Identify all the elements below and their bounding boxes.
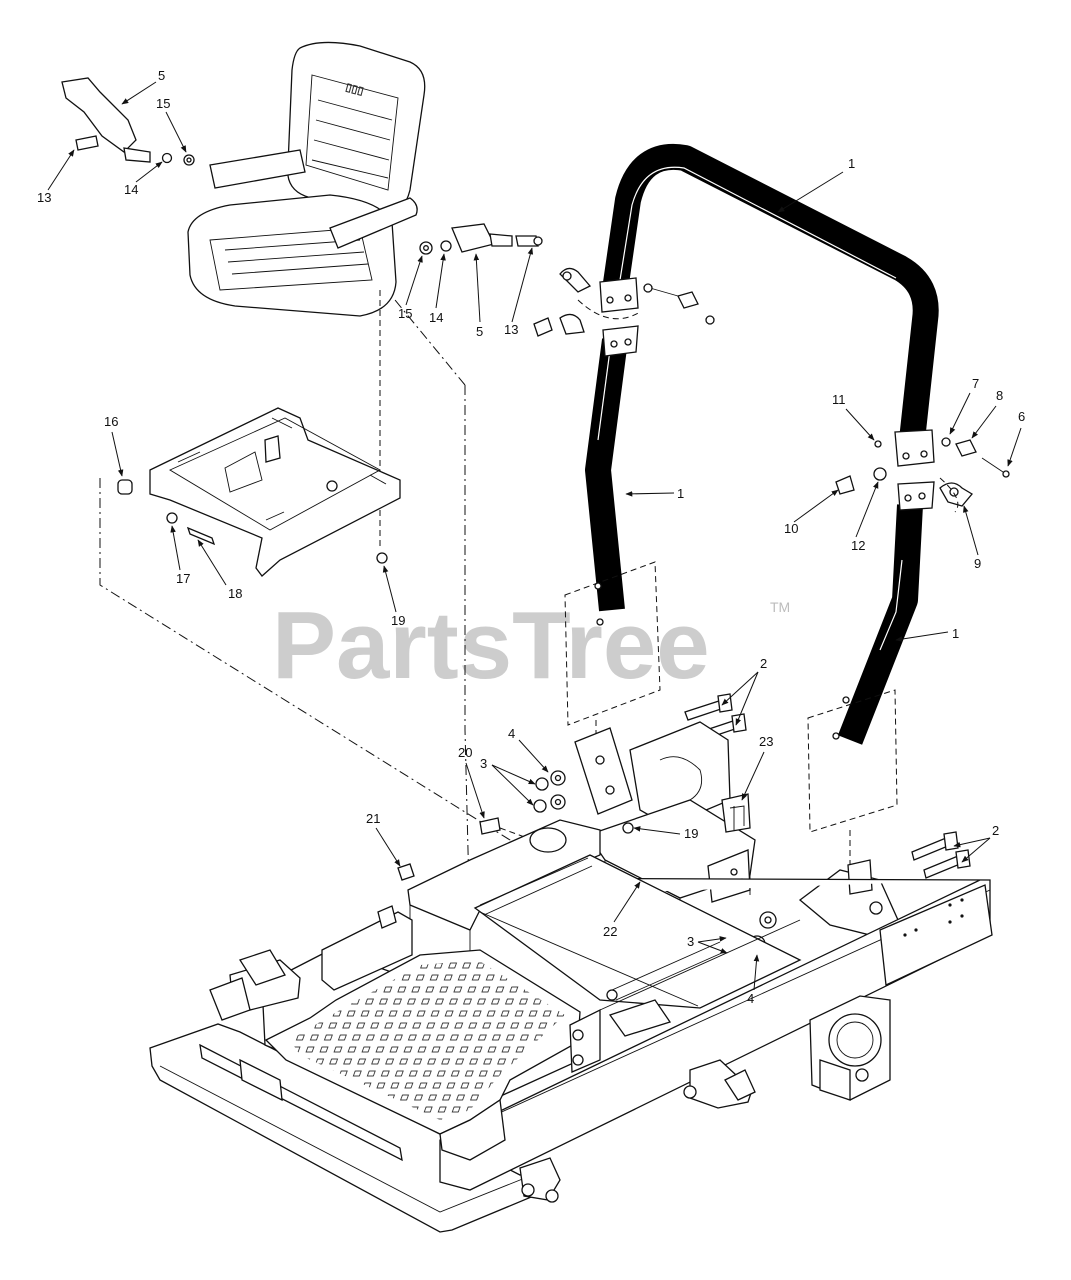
clip-23	[721, 793, 751, 833]
bolts-lower-2	[911, 831, 971, 879]
seat-pan-frame-line-left	[99, 478, 511, 928]
callout-17: 17	[176, 571, 190, 586]
callout-4-lower: 4	[747, 991, 754, 1006]
rops-hardware-right	[835, 437, 1010, 513]
callout-10: 10	[784, 521, 798, 536]
watermark-text: PartsTree	[272, 592, 710, 699]
callout-2-upper: 2	[760, 656, 767, 671]
callout-23: 23	[759, 734, 773, 749]
leader-lines	[47, 81, 1022, 991]
callout-19-lower: 19	[684, 826, 698, 841]
seat-switch-right	[419, 223, 543, 255]
callout-4-upper: 4	[508, 726, 515, 741]
callout-11: 11	[832, 392, 846, 407]
callout-2-lower: 2	[992, 823, 999, 838]
seat-pan-frame-line-top	[394, 299, 466, 386]
callout-13-left: 13	[37, 190, 51, 205]
seat-pan	[117, 407, 401, 577]
watermark: PartsTree TM	[272, 592, 790, 699]
rops-hardware-left	[533, 267, 715, 337]
callout-16: 16	[104, 414, 118, 429]
callout-5-left: 5	[158, 68, 165, 83]
seat-emblem: ▯▯▯	[344, 81, 365, 97]
callout-3-lower: 3	[687, 934, 694, 949]
callout-1-right: 1	[952, 626, 959, 641]
rops-right-mount-bracket	[798, 859, 899, 936]
callout-13-right: 13	[504, 322, 518, 337]
callout-12: 12	[851, 538, 865, 553]
callout-1-top: 1	[848, 156, 855, 171]
watermark-trademark: TM	[770, 599, 790, 615]
rops-left-mount-bracket	[574, 721, 731, 827]
washers-nuts-upper	[533, 770, 566, 813]
callout-20: 20	[458, 745, 472, 760]
rops-left-mount-box	[564, 561, 661, 726]
seat-pan-frame-line-right	[464, 385, 471, 931]
callout-6: 6	[1018, 409, 1025, 424]
callout-15-right: 15	[398, 306, 412, 321]
callout-14-right: 14	[429, 310, 443, 325]
callout-21: 21	[366, 811, 380, 826]
seat-switch-left	[61, 77, 195, 166]
callout-3-upper: 3	[480, 756, 487, 771]
callout-8: 8	[996, 388, 1003, 403]
rops-right-mount-box	[807, 689, 898, 833]
callout-5-right: 5	[476, 324, 483, 339]
bolt-20	[479, 817, 501, 835]
callout-9: 9	[974, 556, 981, 571]
callout-labels: 1 1 1 2 2 3 3 4 4 5 5 6 7 8 9 10 11 12 1…	[37, 68, 1025, 1006]
roll-bar	[585, 143, 939, 745]
nut-21	[397, 863, 415, 881]
callout-14-left: 14	[124, 182, 138, 197]
callout-7: 7	[972, 376, 979, 391]
main-frame	[149, 819, 993, 1233]
callout-1-left: 1	[677, 486, 684, 501]
callout-15-left: 15	[156, 96, 170, 111]
callout-19-upper: 19	[391, 613, 405, 628]
callout-22: 22	[603, 924, 617, 939]
callout-18: 18	[228, 586, 242, 601]
seat: ▯▯▯	[187, 41, 426, 317]
